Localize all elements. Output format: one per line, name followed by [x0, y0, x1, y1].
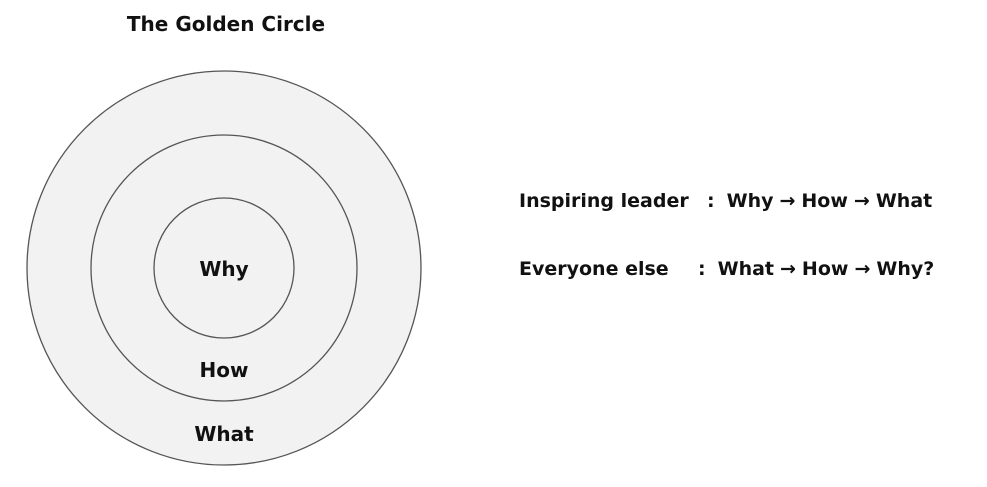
- inspiring-leader-separator: :: [707, 190, 715, 212]
- inspiring-leader-label: Inspiring leader: [519, 190, 689, 212]
- leader-step-2: How: [801, 190, 848, 212]
- leader-step-3: What: [875, 190, 933, 212]
- everyone-else-label: Everyone else: [519, 258, 669, 280]
- everyone-else-sequence: What→How→Why?: [718, 256, 935, 282]
- arrow-right-icon: →: [780, 258, 796, 280]
- inspiring-leader-row: Inspiring leader:Why→How→What: [519, 188, 932, 214]
- leader-step-1: Why: [726, 190, 774, 212]
- what-label: What: [194, 422, 254, 446]
- everyone-else-row: Everyone else:What→How→Why?: [519, 256, 934, 282]
- arrow-right-icon: →: [854, 258, 871, 280]
- golden-circle-diagram: Why How What: [26, 70, 422, 466]
- others-step-2: How: [801, 258, 849, 280]
- how-label: How: [200, 358, 249, 382]
- arrow-right-icon: →: [779, 190, 796, 212]
- why-label: Why: [199, 257, 248, 281]
- diagram-title: The Golden Circle: [126, 12, 326, 36]
- inspiring-leader-sequence: Why→How→What: [727, 188, 933, 214]
- others-step-1: What: [717, 258, 774, 280]
- everyone-else-separator: :: [698, 258, 706, 280]
- inner-circle-why: [153, 197, 295, 339]
- arrow-right-icon: →: [853, 190, 870, 212]
- others-step-3: Why?: [876, 258, 935, 280]
